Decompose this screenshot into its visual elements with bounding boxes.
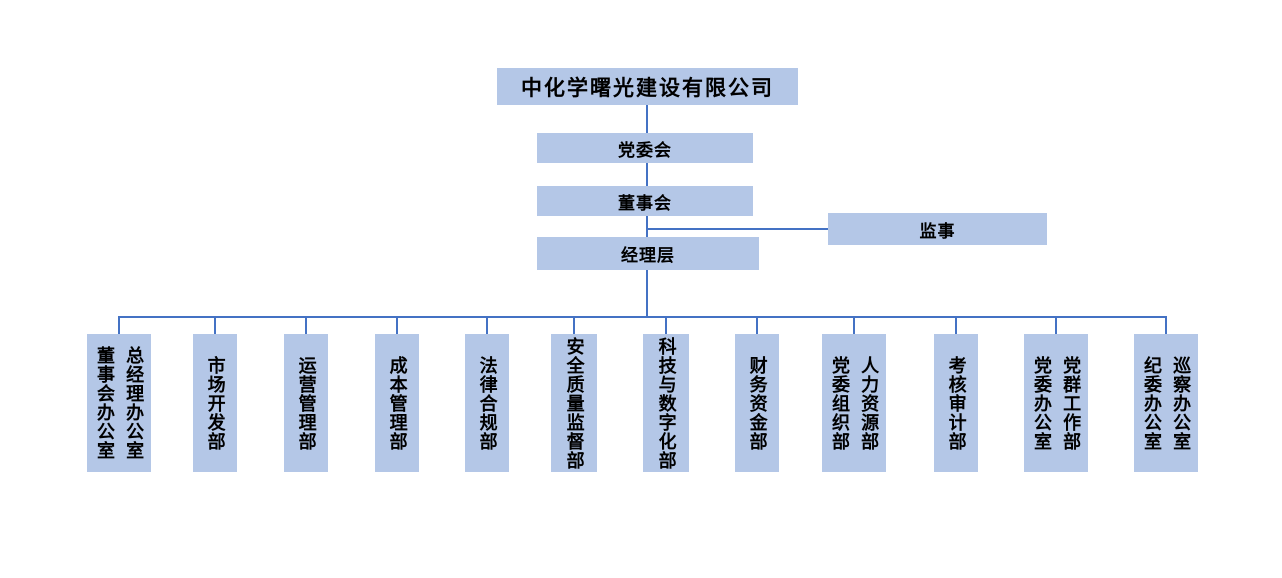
party-committee-label: 党委会 <box>618 140 672 160</box>
company-title-box: 中化学曙光建设有限公司 <box>497 68 798 105</box>
dept-box-operations-management: 运营管理部 <box>284 316 328 472</box>
dept-label: 人力资源部 党委组织部 <box>830 355 880 451</box>
dept-box-assessment-audit: 考核审计部 <box>934 316 978 472</box>
dept-box-cost-management: 成本管理部 <box>375 316 419 472</box>
board-of-directors-box: 董事会 <box>537 186 753 216</box>
connector-party-committee-to-board <box>646 163 648 186</box>
party-committee-box: 党委会 <box>537 133 753 163</box>
connector-branch-to-supervisor <box>646 228 828 230</box>
dept-label: 总经理办公室 董事会办公室 <box>95 346 145 460</box>
dept-label: 科技与数字化部 <box>656 336 677 470</box>
dept-box-finance-treasury: 财务资金部 <box>735 316 779 472</box>
connector-management-to-bus <box>646 270 648 316</box>
dept-box-human-resources: 人力资源部 党委组织部 <box>822 316 886 472</box>
connector-departments-bus <box>118 316 1167 318</box>
board-of-directors-label: 董事会 <box>618 193 672 213</box>
dept-label: 安全质量监督部 <box>564 336 585 470</box>
dept-label: 巡察办公室 纪委办公室 <box>1142 355 1192 451</box>
dept-label: 法律合规部 <box>477 355 498 451</box>
connector-board-to-management <box>646 216 648 238</box>
dept-label: 运营管理部 <box>296 355 317 451</box>
dept-box-safety-quality-supervision: 安全质量监督部 <box>551 316 597 472</box>
supervisor-box: 监事 <box>828 213 1047 245</box>
dept-box-party-mass-work: 党群工作部 党委办公室 <box>1024 316 1088 472</box>
dept-box-legal-compliance: 法律合规部 <box>465 316 509 472</box>
dept-box-inspection-office: 巡察办公室 纪委办公室 <box>1134 316 1198 472</box>
dept-label: 财务资金部 <box>747 355 768 451</box>
dept-label: 考核审计部 <box>946 355 967 451</box>
dept-box-technology-digitalization: 科技与数字化部 <box>643 316 689 472</box>
company-title-label: 中化学曙光建设有限公司 <box>521 76 774 100</box>
dept-label: 党群工作部 党委办公室 <box>1032 355 1082 451</box>
management-layer-box: 经理层 <box>537 237 759 270</box>
dept-box-general-manager-office: 总经理办公室 董事会办公室 <box>87 316 151 472</box>
supervisor-label: 监事 <box>919 221 956 241</box>
dept-box-market-development: 市场开发部 <box>193 316 237 472</box>
dept-label: 成本管理部 <box>387 355 408 451</box>
management-layer-label: 经理层 <box>621 246 675 265</box>
connector-company-to-party-committee <box>646 105 648 133</box>
dept-label: 市场开发部 <box>205 355 226 451</box>
